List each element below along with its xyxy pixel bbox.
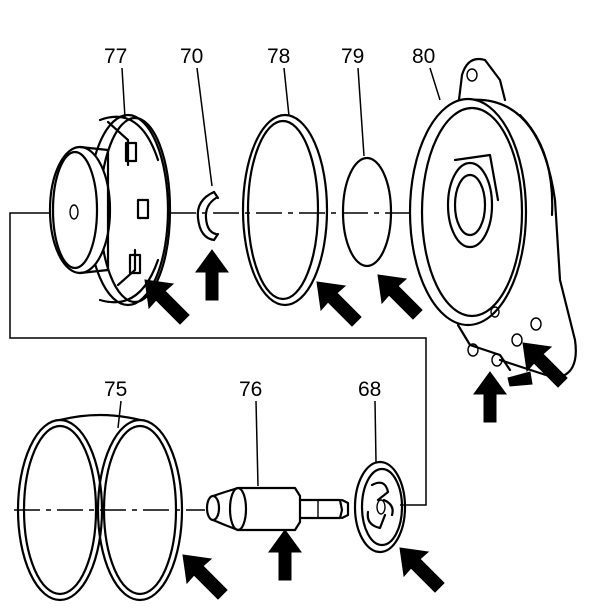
label-70: 70 bbox=[180, 45, 203, 68]
part-68-impeller bbox=[353, 460, 407, 554]
label-76: 76 bbox=[239, 378, 262, 401]
part-80-pump-housing bbox=[408, 57, 577, 387]
arrow-icon bbox=[377, 274, 423, 320]
label-68: 68 bbox=[358, 378, 381, 401]
label-78: 78 bbox=[267, 45, 290, 68]
arrow-icon bbox=[182, 554, 228, 600]
arrow-icon bbox=[195, 249, 229, 301]
label-79: 79 bbox=[341, 45, 364, 68]
arrow-icon bbox=[144, 279, 190, 325]
label-75: 75 bbox=[104, 378, 127, 401]
arrow-icon bbox=[473, 371, 507, 423]
arrow-icon bbox=[316, 281, 362, 327]
part-labels: 77 70 78 79 80 75 76 68 bbox=[104, 45, 435, 401]
arrow-icon bbox=[399, 547, 445, 593]
leader-lines bbox=[117, 67, 441, 487]
part-79-gasket-disc bbox=[341, 156, 393, 268]
part-78-large-o-ring bbox=[241, 113, 329, 307]
part-76-shaft bbox=[205, 486, 350, 532]
part-70-snap-ring bbox=[196, 190, 220, 242]
label-77: 77 bbox=[104, 45, 127, 68]
part-75-o-rings bbox=[16, 413, 184, 602]
label-80: 80 bbox=[412, 45, 435, 68]
part-77-housing-cover bbox=[48, 113, 172, 307]
arrow-icon bbox=[268, 529, 302, 581]
